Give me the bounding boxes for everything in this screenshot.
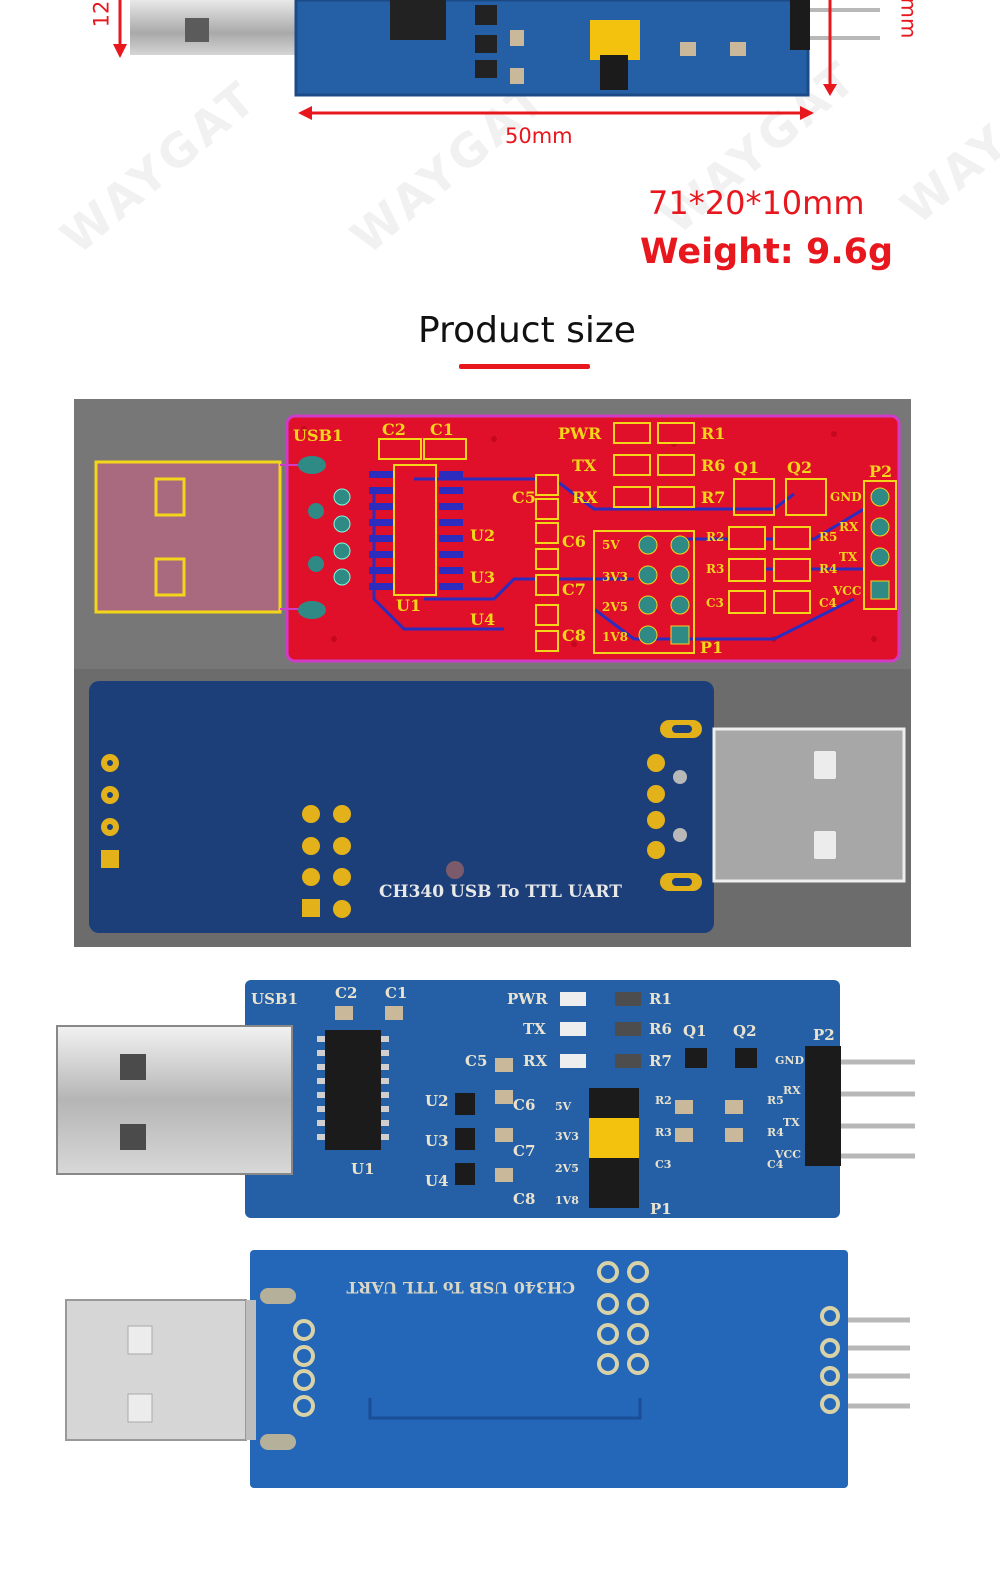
- photo-label-pin-tx: TX: [783, 1116, 800, 1129]
- photo-label-q1: Q1: [683, 1022, 707, 1040]
- photo-label-u3: U3: [425, 1132, 449, 1150]
- photo-label-c4: C4: [767, 1158, 784, 1171]
- label-r3: R3: [706, 562, 724, 576]
- photo-label-u1: U1: [351, 1160, 375, 1178]
- label-u2: U2: [470, 526, 495, 545]
- label-u1: U1: [396, 596, 421, 615]
- label-p1: P1: [700, 638, 723, 657]
- pcb-render-panel: USB1 C2 C1 PWR TX RX C5 R1 R6 R7 Q1 Q2 P…: [74, 399, 911, 947]
- photo-label-p1: P1: [650, 1200, 672, 1218]
- label-c6: C6: [562, 532, 586, 551]
- label-u4: U4: [470, 610, 495, 629]
- height-dimension-label: 12: [89, 0, 114, 28]
- photo-label-c2: C2: [335, 984, 357, 1002]
- label-rx: RX: [572, 488, 598, 507]
- label-pin-rx: RX: [839, 520, 859, 534]
- label-p2: P2: [869, 462, 892, 481]
- photo-label-u2: U2: [425, 1092, 449, 1110]
- dimensions-text: 71*20*10mm: [648, 184, 865, 222]
- photo-label-r7: R7: [649, 1052, 672, 1070]
- label-c4: C4: [819, 596, 837, 610]
- label-c7: C7: [562, 580, 586, 599]
- photo-label-r5: R5: [767, 1094, 784, 1107]
- label-c2: C2: [382, 420, 406, 439]
- photo-label-2v5: 2V5: [555, 1162, 579, 1175]
- photo-label-tx: TX: [523, 1020, 546, 1038]
- weight-text: Weight: 9.6g: [640, 232, 894, 272]
- label-vcc: VCC: [832, 584, 861, 598]
- label-c8: C8: [562, 626, 586, 645]
- label-3v3: 3V3: [602, 570, 628, 584]
- label-r6: R6: [701, 456, 725, 475]
- photo-label-5v: 5V: [555, 1100, 572, 1113]
- photo-label-r1: R1: [649, 990, 672, 1008]
- mirrored-silkscreen-label: CH340 USB To TTL UART: [346, 1278, 575, 1297]
- photo-label-pin-rx: RX: [783, 1084, 801, 1097]
- photo-label-c7: C7: [513, 1142, 535, 1160]
- section-title: Product size: [418, 310, 636, 351]
- label-usb: USB1: [293, 426, 343, 445]
- photo-label-c5: C5: [465, 1052, 487, 1070]
- photo-label-c1: C1: [385, 984, 407, 1002]
- photo-label-r2: R2: [655, 1094, 672, 1107]
- label-tx: TX: [572, 456, 597, 475]
- photo-label-c8: C8: [513, 1190, 535, 1208]
- photo-label-1v8: 1V8: [555, 1194, 579, 1207]
- photo-label-3v3: 3V3: [555, 1130, 579, 1143]
- photo-label-c6: C6: [513, 1096, 535, 1114]
- label-c3: C3: [706, 596, 724, 610]
- label-r2: R2: [706, 530, 724, 544]
- photo-label-usb: USB1: [251, 990, 298, 1008]
- photo-label-rx: RX: [523, 1052, 547, 1070]
- label-c1: C1: [430, 420, 454, 439]
- label-r4: R4: [819, 562, 837, 576]
- label-1v8: 1V8: [602, 630, 628, 644]
- label-q2: Q2: [787, 458, 812, 477]
- label-c5: C5: [512, 488, 536, 507]
- dimension-photo: [113, 0, 880, 120]
- label-r7: R7: [701, 488, 725, 507]
- width-dimension-label: 50mm: [505, 124, 573, 148]
- photo-label-u4: U4: [425, 1172, 449, 1190]
- label-2v5: 2V5: [602, 600, 628, 614]
- photo-label-pwr: PWR: [507, 990, 548, 1008]
- label-pwr: PWR: [558, 424, 602, 443]
- photo-label-vcc: VCC: [774, 1148, 801, 1161]
- label-u3: U3: [470, 568, 495, 587]
- label-q1: Q1: [734, 458, 759, 477]
- title-underline: [459, 364, 590, 369]
- label-pin-tx: TX: [839, 550, 858, 564]
- photo-label-r6: R6: [649, 1020, 672, 1038]
- photo-label-r4: R4: [767, 1126, 784, 1139]
- photo-label-c3: C3: [655, 1158, 671, 1171]
- board-photo-top: USB1 C2 C1 PWR TX RX C5 R1 R6 R7 Q1 Q2 P…: [56, 980, 915, 1218]
- photo-label-r3: R3: [655, 1126, 672, 1139]
- label-5v: 5V: [602, 538, 620, 552]
- photo-label-q2: Q2: [733, 1022, 757, 1040]
- board-photo-bottom: CH340 USB To TTL UART: [65, 1250, 910, 1488]
- label-r5: R5: [819, 530, 837, 544]
- side-dimension-label: mm: [896, 0, 921, 39]
- photo-label-gnd: GND: [775, 1054, 804, 1067]
- label-r1: R1: [701, 424, 725, 443]
- photo-label-p2: P2: [813, 1026, 835, 1044]
- board-silkscreen-label: CH340 USB To TTL UART: [379, 882, 622, 902]
- label-gnd: GND: [830, 490, 862, 504]
